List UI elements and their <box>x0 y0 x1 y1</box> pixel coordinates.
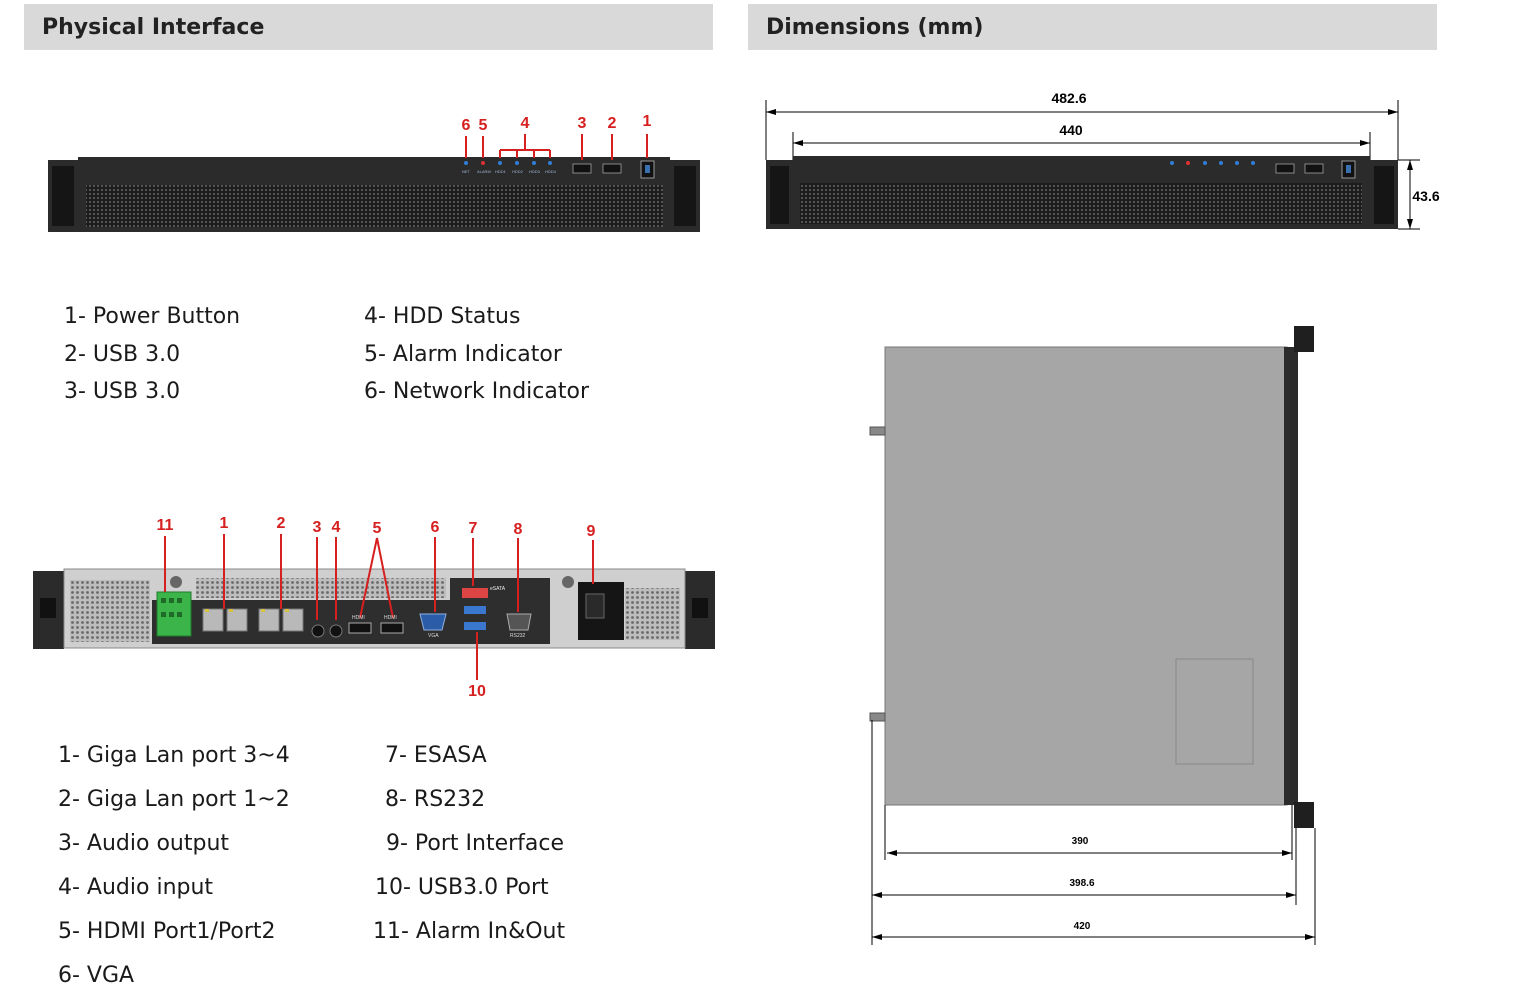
front-usb-port-2 <box>602 163 622 174</box>
hdmi-port-1 <box>348 622 372 634</box>
front-callout-3: 3 <box>577 115 587 132</box>
dim-front-height: 43.6 <box>1412 188 1440 204</box>
rear-legend-col1: 1- Giga Lan port 3~4 2- Giga Lan port 1~… <box>58 734 290 998</box>
rear-callout-3: 3 <box>312 519 322 536</box>
front-led-row <box>464 161 552 165</box>
rear-callout-9: 9 <box>586 523 596 540</box>
legend-item: 1- Giga Lan port 3~4 <box>58 743 290 768</box>
legend-item: 6- Network Indicator <box>364 379 589 404</box>
legend-item: 5- HDMI Port1/Port2 <box>58 919 276 944</box>
legend-item: 10- USB3.0 Port <box>375 875 549 900</box>
legend-item: 7- ESASA <box>385 743 487 768</box>
legend-item: 9- Port Interface <box>386 831 565 856</box>
dim-top-depth-420: 420 <box>1073 921 1091 932</box>
front-legend-col2: 4- HDD Status 5- Alarm Indicator 6- Netw… <box>364 298 589 411</box>
rear-callout-2: 2 <box>276 515 286 532</box>
rs232-port <box>506 613 532 631</box>
front-legend-col1: 1- Power Button 2- USB 3.0 3- USB 3.0 <box>64 298 240 411</box>
dimensions-header: Dimensions (mm) <box>748 4 1437 50</box>
usb30-port-rear-2 <box>464 622 486 630</box>
top-cover <box>884 346 1288 806</box>
hdmi-port-2 <box>380 622 404 634</box>
front-callout-2: 2 <box>607 115 617 132</box>
legend-item: 4- Audio input <box>58 875 214 900</box>
dim-front-overall-width: 482.6 <box>1051 90 1087 106</box>
physical-interface-header: Physical Interface <box>24 4 713 50</box>
legend-item: 5- Alarm Indicator <box>364 341 562 367</box>
rear-callout-10: 10 <box>468 683 486 700</box>
rear-callout-11: 11 <box>156 517 174 534</box>
legend-item: 11- Alarm In&Out <box>373 919 566 944</box>
front-callout-4: 4 <box>520 115 530 132</box>
usb30-port-rear-1 <box>464 606 486 614</box>
front-usb-port-3 <box>572 163 592 174</box>
rear-callout-1: 1 <box>219 515 229 532</box>
lan-ports-1-2 <box>258 608 304 632</box>
legend-item: 2- USB 3.0 <box>64 341 181 367</box>
dim-top-depth-390: 390 <box>1071 836 1089 847</box>
legend-item: 3- USB 3.0 <box>64 379 181 404</box>
legend-item: 3- Audio output <box>58 831 230 856</box>
front-callout-6: 6 <box>461 117 471 134</box>
rear-callout-5: 5 <box>372 520 382 537</box>
audio-output-jack <box>311 624 325 638</box>
vga-port <box>419 613 447 631</box>
rear-callout-4: 4 <box>331 519 341 536</box>
front-callout-5: 5 <box>478 117 488 134</box>
lan-ports-3-4 <box>202 608 248 632</box>
rear-callout-8: 8 <box>513 521 523 538</box>
rear-legend-col2: 7- ESASA 8- RS232 9- Port Interface 10- … <box>373 734 566 954</box>
dim-top-depth-398-6: 398.6 <box>1069 878 1095 889</box>
legend-item: 8- RS232 <box>385 787 486 812</box>
esata-port <box>462 588 488 598</box>
rear-callout-7: 7 <box>468 520 478 537</box>
legend-item: 2- Giga Lan port 1~2 <box>58 787 290 812</box>
legend-item: 1- Power Button <box>64 304 241 329</box>
audio-input-jack <box>329 624 343 638</box>
front-callout-1: 1 <box>642 113 652 130</box>
legend-item: 6- VGA <box>58 963 135 988</box>
legend-item: 4- HDD Status <box>364 304 521 329</box>
rear-callout-6: 6 <box>430 519 440 536</box>
dim-front-body-width: 440 <box>1059 122 1083 138</box>
